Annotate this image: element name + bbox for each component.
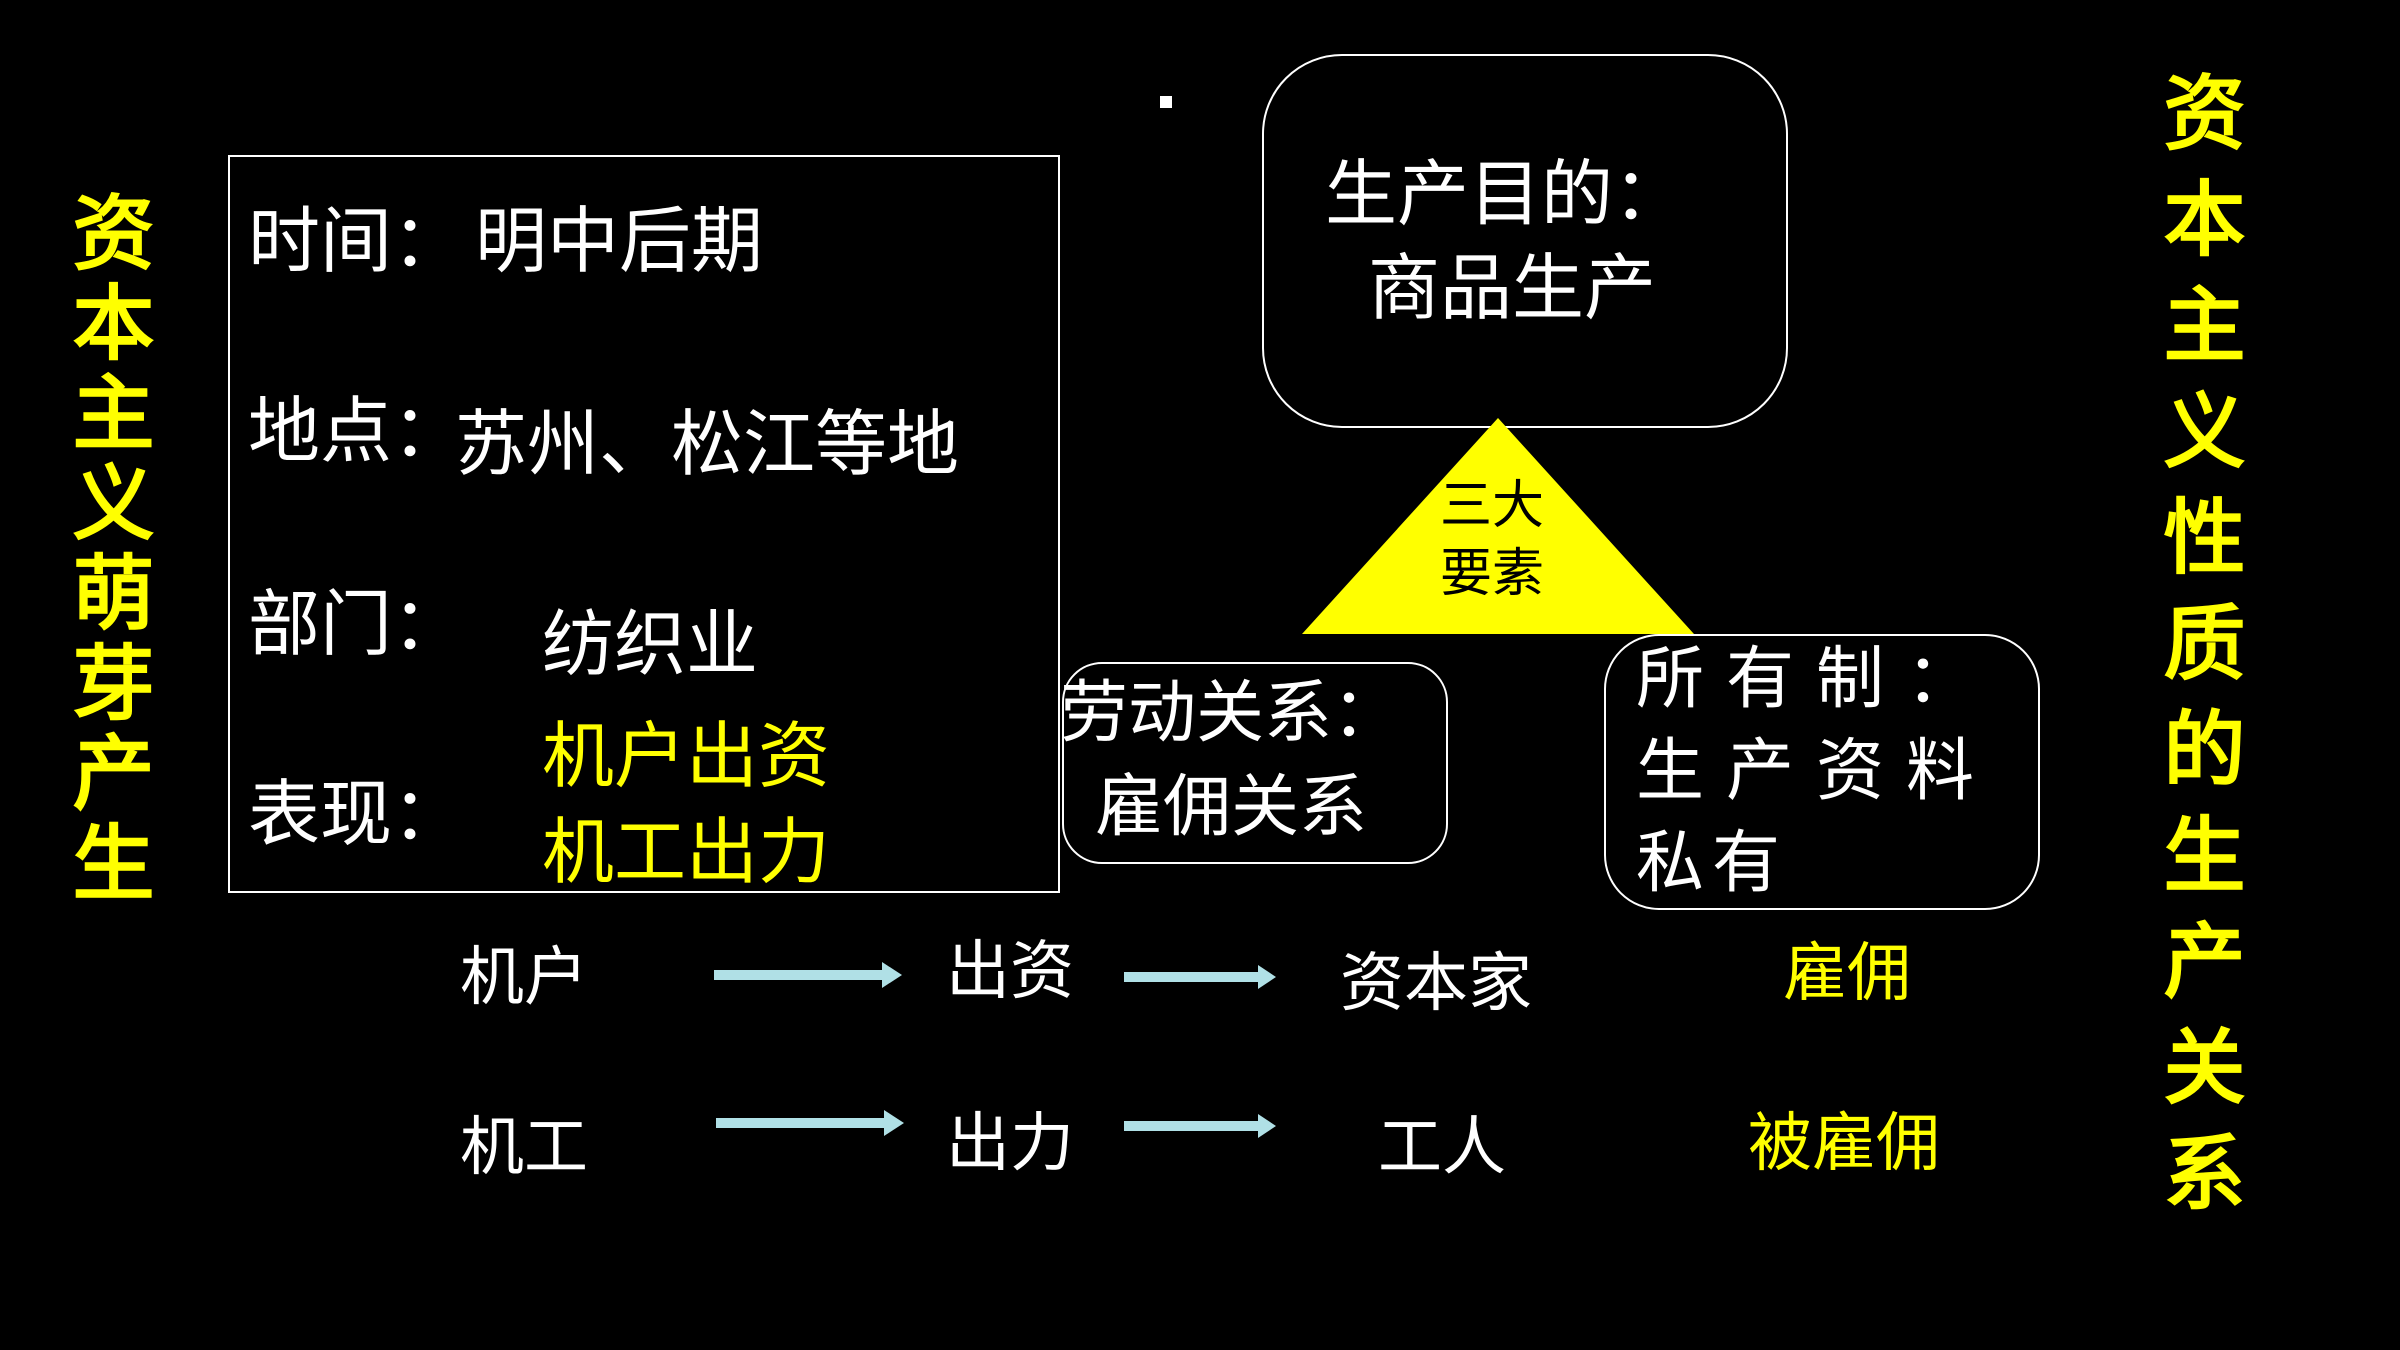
purpose-line2: 商品生产 [1368,246,1657,330]
triangle-line1: 三大 [1440,476,1545,536]
ownership-line3: 私有 [1636,824,1789,903]
flow-row2-arrow1 [716,1110,904,1136]
flow-row1-action: 出资 [946,935,1074,1009]
place-value: 苏州、松江等地 [455,402,960,486]
flow-row2-actor: 机工 [460,1111,588,1185]
flow-row1-relation: 雇佣 [1783,937,1911,1011]
flow-row2-arrow2 [1124,1113,1276,1139]
flow-row1-arrow2 [1124,964,1276,990]
flow-row1-role: 资本家 [1340,947,1532,1021]
labor-line1: 劳动关系： [1060,674,1401,753]
flow-row1-arrow1 [714,962,902,988]
flow-row2-role: 工人 [1378,1111,1506,1185]
manifest-line2: 机工出力 [542,810,831,894]
sector-label: 部门： [248,582,465,666]
flow-row2-relation: 被雇佣 [1748,1107,1940,1181]
three-elements-triangle [1302,418,1694,634]
triangle-line2: 要素 [1440,544,1545,604]
ownership-line2: 生产资料 [1636,732,1997,811]
right-vertical-title: 资本主义性质的生产关系 [2149,70,2244,1236]
labor-line2: 雇佣关系 [1095,768,1368,847]
time-label: 时间： [248,199,465,283]
info-box [228,155,1060,893]
place-label: 地点： [248,389,465,473]
flow-row2-action: 出力 [946,1107,1074,1181]
purpose-line1: 生产目的： [1325,152,1686,236]
ownership-box [1604,634,2040,910]
production-purpose-box [1262,54,1788,428]
sector-value: 纺织业 [542,602,759,686]
ownership-line1: 所有制： [1636,640,1997,719]
manifest-label: 表现： [248,772,465,856]
left-vertical-title: 资本主义萌芽产生 [58,190,153,910]
dot-marker [1160,96,1172,108]
flow-row1-actor: 机户 [460,941,588,1015]
time-value: 明中后期 [475,199,764,283]
labor-relation-box [1062,662,1448,864]
manifest-line1: 机户出资 [542,714,831,798]
